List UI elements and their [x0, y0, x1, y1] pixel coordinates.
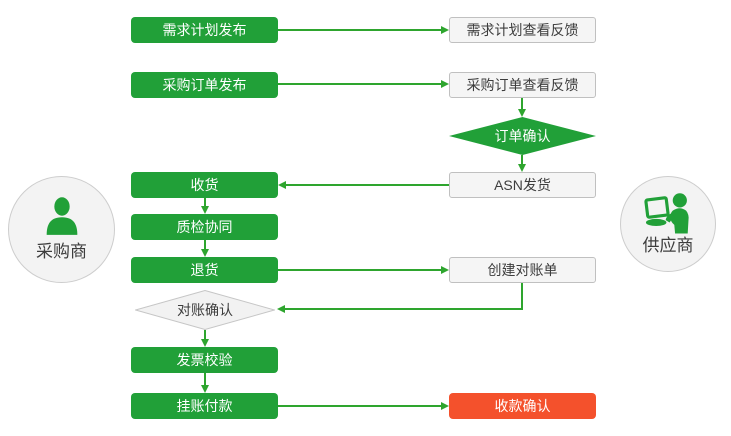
- node-label: 质检协同: [176, 219, 233, 235]
- node-statement-confirm: 对账确认: [135, 290, 275, 330]
- node-label: 需求计划查看反馈: [466, 22, 579, 38]
- node-label: ASN发货: [494, 177, 551, 193]
- person-laptop-icon: [644, 193, 689, 234]
- actor-buyer-label: 采购商: [36, 242, 87, 262]
- node-demand-plan-feedback: 需求计划查看反馈: [449, 17, 596, 43]
- node-label: 发票校验: [176, 352, 233, 368]
- diamond-shape: [449, 117, 596, 155]
- node-label: 收款确认: [494, 398, 551, 414]
- node-label: 采购订单查看反馈: [466, 77, 579, 93]
- actor-buyer: 采购商: [8, 176, 115, 283]
- node-quality-check: 质检协同: [131, 214, 278, 240]
- node-asn-ship: ASN发货: [449, 172, 596, 198]
- arrow-statement-to-confirm: [277, 283, 523, 313]
- node-return-goods: 退货: [131, 257, 278, 283]
- node-invoice-verify: 发票校验: [131, 347, 278, 373]
- node-receive-goods: 收货: [131, 172, 278, 198]
- node-create-statement: 创建对账单: [449, 257, 596, 283]
- node-label: 采购订单发布: [162, 77, 247, 93]
- node-label: 挂账付款: [176, 398, 233, 414]
- node-label: 订单确认: [494, 128, 551, 144]
- diamond-shape: [135, 290, 275, 330]
- node-po-publish: 采购订单发布: [131, 72, 278, 98]
- node-demand-plan-publish: 需求计划发布: [131, 17, 278, 43]
- node-receipt-confirm: 收款确认: [449, 393, 596, 419]
- node-label: 对账确认: [177, 302, 233, 318]
- person-icon: [46, 197, 77, 236]
- node-label: 需求计划发布: [162, 22, 247, 38]
- node-label: 退货: [190, 262, 219, 278]
- node-po-feedback: 采购订单查看反馈: [449, 72, 596, 98]
- actor-supplier: 供应商: [620, 176, 716, 272]
- node-order-confirm: 订单确认: [449, 117, 596, 155]
- actor-supplier-label: 供应商: [642, 235, 694, 255]
- node-label: 收货: [190, 177, 219, 193]
- node-book-payment: 挂账付款: [131, 393, 278, 419]
- node-label: 创建对账单: [487, 262, 558, 278]
